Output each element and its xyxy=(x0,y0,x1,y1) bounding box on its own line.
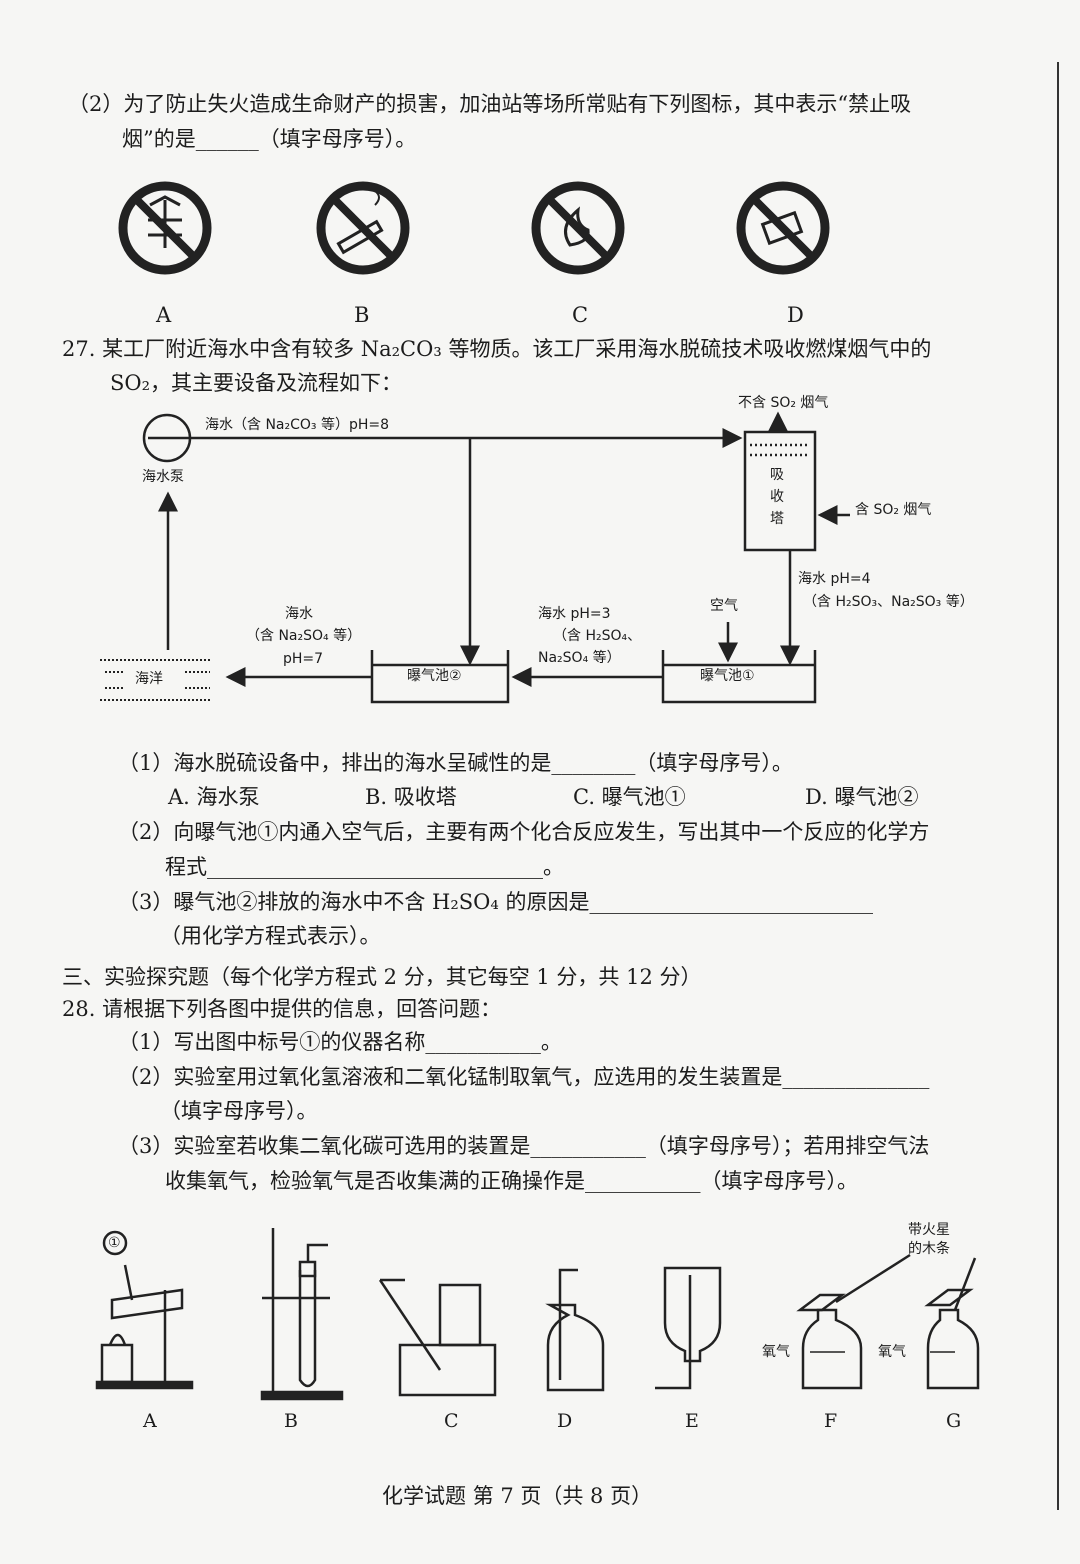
stick-label-1: 带火星 xyxy=(908,1222,950,1238)
q28-sub1: （1）写出图中标号①的仪器名称___________。 xyxy=(118,1030,562,1054)
apparatus-g xyxy=(924,1257,980,1390)
mid-label-3: Na₂SO₄ 等） xyxy=(538,650,621,666)
q28-sub2-line1: （2）实验室用过氧化氢溶液和二氧化锰制取氧气，应选用的发生装置是________… xyxy=(118,1065,930,1089)
sign-label-b: B xyxy=(354,303,370,327)
tower-label-1: 吸 xyxy=(770,467,784,483)
apparatus-e xyxy=(655,1266,722,1390)
q27-sub2-line2: 程式________________________________。 xyxy=(165,855,564,879)
out-label-1: 海水 xyxy=(285,606,313,622)
apparatus-f xyxy=(796,1253,911,1390)
section-3-heading: 三、实验探究题（每个化学方程式 2 分，其它每空 1 分，共 12 分） xyxy=(62,965,702,989)
out-label-3: pH=7 xyxy=(283,651,324,667)
q27-sub3-line1: （3）曝气池②排放的海水中不含 H₂SO₄ 的原因是______________… xyxy=(118,890,873,914)
q27-line2: SO₂，其主要设备及流程如下： xyxy=(110,371,403,395)
tower-out-label-2: （含 H₂SO₃、Na₂SO₃ 等） xyxy=(803,594,974,610)
pool2-label: 曝气池② xyxy=(407,668,462,684)
flue-gas-label: 含 SO₂ 烟气 xyxy=(855,502,932,518)
option-b: B. 吸收塔 xyxy=(365,785,457,809)
pump-label: 海水泵 xyxy=(142,469,184,485)
stick-label-2: 的木条 xyxy=(908,1241,950,1257)
oxygen-label-f: 氧气 xyxy=(762,1344,790,1360)
clean-gas-label: 不含 SO₂ 烟气 xyxy=(738,395,829,411)
marker-1: ① xyxy=(108,1235,121,1251)
desulfurization-flow-diagram xyxy=(100,411,850,704)
no-matches-sign-icon xyxy=(736,181,830,275)
apparatus-label-e: E xyxy=(685,1410,699,1432)
q28-sub2-line2: （填字母序号）。 xyxy=(160,1099,318,1123)
ocean-waves xyxy=(100,659,210,701)
seawater-in-label: 海水（含 Na₂CO₃ 等）pH=8 xyxy=(205,417,390,433)
q27-line1: 27. 某工厂附近海水中含有较多 Na₂CO₃ 等物质。该工厂采用海水脱硫技术吸… xyxy=(62,337,932,361)
apparatus-label-b: B xyxy=(284,1410,298,1432)
apparatus-label-a: A xyxy=(143,1410,157,1432)
page-footer: 化学试题 第 7 页（共 8 页） xyxy=(382,1484,653,1508)
margin-rule xyxy=(1057,62,1059,1510)
tower-label-2: 收 xyxy=(770,489,784,505)
q26-2-line1: （2）为了防止失火造成生命财产的损害，加油站等场所常贴有下列图标，其中表示“禁止… xyxy=(68,92,912,116)
option-c: C. 曝气池① xyxy=(573,785,686,809)
out-label-2: （含 Na₂SO₄ 等） xyxy=(246,628,362,644)
no-fireworks-sign-icon xyxy=(118,181,212,275)
ocean-label: 海洋 xyxy=(135,671,163,687)
tower-label-3: 塔 xyxy=(770,511,784,527)
apparatus-label-f: F xyxy=(824,1410,838,1432)
q28-sub3-line1: （3）实验室若收集二氧化碳可选用的装置是___________（填字母序号）；若… xyxy=(118,1134,930,1158)
q28-line1: 28. 请根据下列各图中提供的信息，回答问题： xyxy=(62,997,502,1021)
tower-out-label-1: 海水 pH=4 xyxy=(798,571,871,587)
apparatus-b xyxy=(260,1228,344,1401)
sign-label-d: D xyxy=(787,303,804,327)
q26-2-line2: 烟”的是______（填字母序号）。 xyxy=(122,127,417,151)
q27-sub2-line1: （2）向曝气池①内通入空气后，主要有两个化合反应发生，写出其中一个反应的化学方 xyxy=(118,820,930,844)
air-label: 空气 xyxy=(710,598,738,614)
q28-sub3-line2: 收集氧气，检验氧气是否收集满的正确操作是___________（填字母序号）。 xyxy=(165,1169,858,1193)
absorption-tower xyxy=(743,430,817,552)
apparatus-d xyxy=(545,1268,605,1392)
pool1-label: 曝气池① xyxy=(700,668,755,684)
apparatus-c xyxy=(378,1278,497,1397)
apparatus-label-d: D xyxy=(557,1410,573,1432)
no-smoking-sign-icon xyxy=(316,181,410,275)
option-d: D. 曝气池② xyxy=(805,785,919,809)
no-open-flame-sign-icon xyxy=(531,181,625,275)
sign-label-a: A xyxy=(156,303,172,327)
apparatus-label-g: G xyxy=(946,1410,962,1432)
lab-apparatus xyxy=(95,1228,980,1401)
sign-label-c: C xyxy=(572,303,589,327)
mid-label-1: 海水 pH=3 xyxy=(538,606,611,622)
q27-sub3-line2: （用化学方程式表示）。 xyxy=(160,924,381,948)
apparatus-a xyxy=(95,1230,194,1390)
q27-sub1: （1）海水脱硫设备中，排出的海水呈碱性的是________（填字母序号）。 xyxy=(118,751,793,775)
option-a: A. 海水泵 xyxy=(168,785,260,809)
mid-label-2: （含 H₂SO₄、 xyxy=(553,628,642,644)
oxygen-label-g: 氧气 xyxy=(878,1344,906,1360)
apparatus-label-c: C xyxy=(444,1410,459,1432)
